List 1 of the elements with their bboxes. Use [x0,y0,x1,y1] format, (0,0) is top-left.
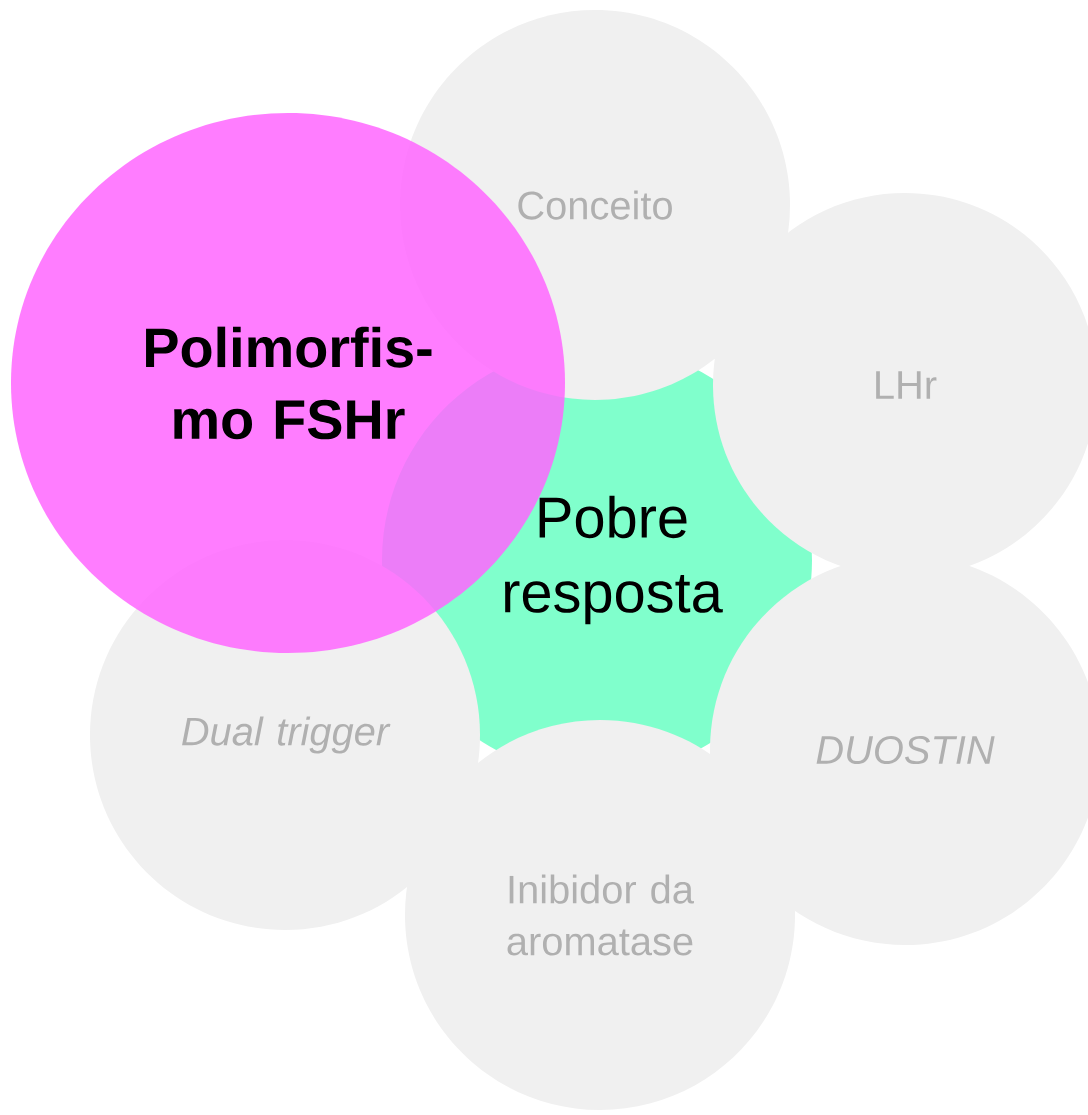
node-label: DUOSTIN [816,735,995,765]
